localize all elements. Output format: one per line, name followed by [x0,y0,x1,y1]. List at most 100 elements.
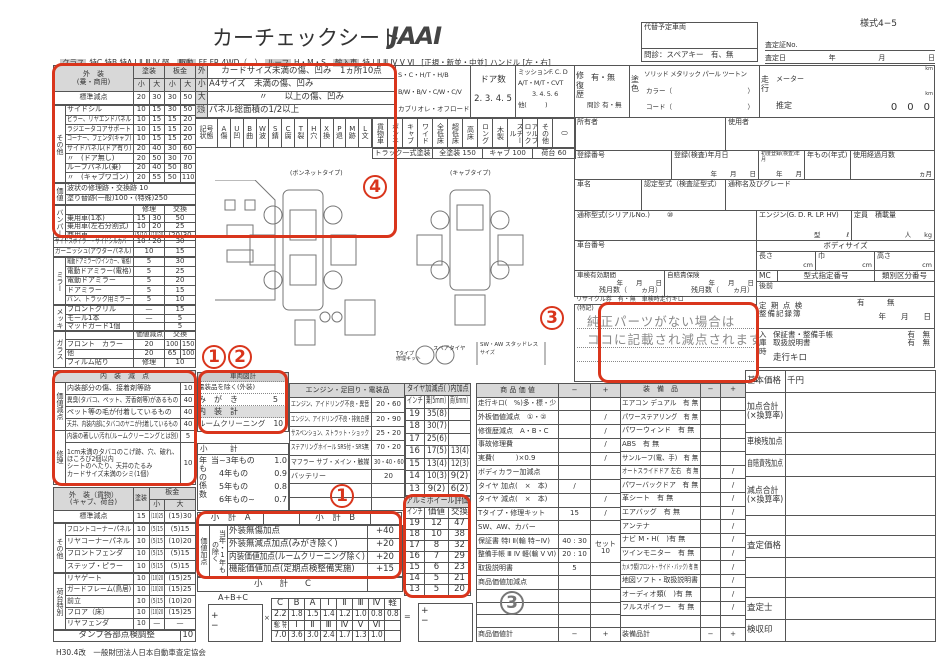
reg-date-field[interactable]: 登録(検査)年月日年 月 日 [671,150,759,180]
owner-field[interactable]: 所有者 [574,117,726,151]
chassis-field[interactable]: 車台番号 [574,240,757,271]
cell-text: その他 [56,133,64,155]
paint-color-cell[interactable]: 塗色 ソリッド メタリック パール ツートン カラー（） コード（） [629,65,760,118]
color-field[interactable]: カラー（） [646,87,754,95]
inspection-remain: 残月数（ ヵ月） [599,286,662,294]
cell-text: ダンプ各部点検調整 [78,630,155,641]
cell-text: C [277,598,283,609]
vehicle-total-box[interactable]: +− [418,603,473,642]
table-cell: W 波 [255,118,270,148]
cell-text: 荷台 60 [541,148,567,157]
inspection-field[interactable]: 車検有効期間年 月 日残月数（ ヵ月） [574,270,665,297]
table-cell: 10 [133,617,150,631]
table-cell: 価値減点 [133,329,165,341]
table-cell: キャブ 100 [482,148,533,159]
car-name-label: 車名 [577,180,591,188]
cell-text: フルスポイラー 有 無 [622,603,695,612]
cell-text: ミラー [56,270,64,292]
cert-model-field[interactable]: 認定型式（検査証型式） [641,179,726,211]
cell-text: 20 [136,172,146,181]
back-front-field[interactable]: 後前 [756,281,935,297]
cell-text: サイドシル [67,105,102,114]
body-type-cell[interactable]: S・C・H/T・H/B B/W・B/V・C/W・C/V カブリオレ・オフロード [395,65,471,118]
assess-date-field[interactable]: 査定日 年 月 日 [765,53,935,64]
table-cell: エンジン・足回り・電装品 [289,382,406,399]
cell-text: 小 計 C [254,578,311,589]
car-name-field[interactable]: 車名 [574,179,642,211]
cell-text: Ⅵ [372,620,381,630]
cell-text: ロング [481,122,490,144]
cell-text: 異臭(タバコ、ペット、芳香剤等)があるもの [67,395,179,404]
code-field[interactable]: コード（） [646,103,754,111]
table-row [745,577,936,598]
cert-no-field[interactable]: 査定証No. [765,40,935,51]
table-cell: 10 [133,595,150,608]
capacity-field[interactable]: 定員 積載量人 kg [851,210,935,241]
table-cell: タイヤ 加点( × 本) [476,479,559,494]
recycle-row[interactable]: リサイクル券 有・無 車検時走行キロ [576,296,684,303]
cell-text: 18 [409,421,420,432]
cell-text: パネル総面積の1/2以上 [209,105,300,116]
engine-field[interactable]: エンジン(G. D. R. LP. HV)型 ℓ [756,210,852,241]
model-year-field[interactable]: 年もの(年式) [804,150,851,180]
table-row: パワーステアリング 有 無 [620,410,746,425]
cell-text: オーディオ類( )有 無 [622,589,693,598]
table-row: 地図ソフト・取扱説明書/ [620,573,746,589]
transmission-cell[interactable]: ミッションF. C. D A/T・M/T・CVT 3. 4. 5. 6 他( ) [515,65,575,118]
table-cell: 減点合計 (×換算率) [745,475,786,517]
reg-no-field[interactable]: 登録番号 [574,150,672,180]
user-field[interactable]: 使用者 [725,117,935,151]
cell-text: Ⅱ [342,598,347,609]
subtotal-c-table: 小 計 C [197,577,403,592]
assess-date-label: 査定日 [765,54,786,62]
table-cell: + [720,627,746,642]
cell-text: 5 [433,573,440,584]
times-1: × [264,614,270,622]
table-cell [700,396,721,412]
cell-text: 9(2) [427,483,446,494]
table-cell: 10 [179,630,197,642]
replacement-vehicle-field[interactable]: 代替予定車両 [641,22,758,49]
table-cell: 加点合計 (×換算率) [745,391,786,433]
door-count-cell[interactable]: ドア数 2. 3. 4. 5 [470,65,516,118]
cell-text: 外板価値減点 ①・② [478,413,547,421]
table-cell: 1.0 [368,630,385,642]
cell-text: M 跡 [348,124,356,140]
equipment-table: 装 備 品−+エアコン デュアル 有 無パワーステアリング 有 無パワーウィンド… [620,383,746,642]
cell-text: / [604,440,607,449]
cell-text: − [571,385,578,394]
table-cell: 他 [65,348,134,359]
note-line-2: ココに記載され減点されます。 [577,333,756,349]
abc-box[interactable]: +− [208,604,263,642]
repair-history-cell[interactable]: 修復歴 有・無 問診 有・無 [574,65,630,118]
table-cell [590,479,621,494]
serial-field[interactable]: 通称型式(シリアルNo.)⑩ [574,210,757,241]
table-cell: / [720,505,746,521]
table-cell: / [590,437,621,453]
table-row: 商品価値加減点 [476,575,621,591]
maintenance-record-field[interactable]: 定 期 点 検 整備記録簿 有 無 年 月 日 [756,296,935,329]
cell-text: 交換 [173,330,187,339]
cell-text: S 錆 [271,124,279,140]
age-value: 1.0 [274,456,287,465]
table-cell: フロントフェンダ [65,547,134,561]
months-used-field[interactable]: 使用経過月数ヵ月 [850,150,935,180]
run-label: 走行 [761,75,769,93]
table-cell: 20・60 [371,397,406,413]
spare-key-field[interactable]: 問診：スペアキー 有、無 [641,48,758,62]
special-notes-box[interactable]: (特記) 純正パーツがない場合は ココに記載され減点されます。 [574,304,757,382]
table-cell: 5 [133,256,165,268]
cell-text: 1.7 [338,630,351,641]
entry-field[interactable]: 入庫時 保証書・整備手帳 取扱説明書 有 無 有 無 走行キロ [756,328,935,368]
cell-text: バンパー [56,208,64,237]
insurance-field[interactable]: 自賠責保険年 月 日残月数（ ヵ月） [664,270,757,297]
cell-text: フロントコーナーパネル [67,524,131,533]
first-reg-field[interactable]: 初度登録(検査)年月年 月 [758,150,805,180]
table-cell: エンジン、アイドリング不良・異音 [289,397,372,413]
grade-field[interactable]: 通称名及びグレード [725,179,935,211]
cell-text: 10 [175,358,185,367]
